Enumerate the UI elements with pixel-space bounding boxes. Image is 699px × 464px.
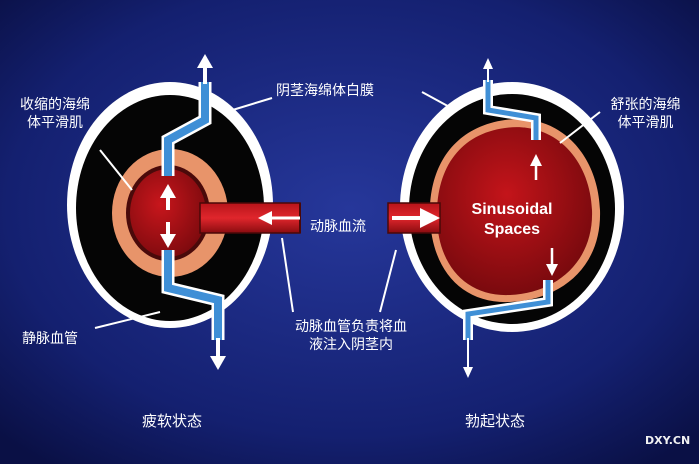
flaccid-cross-section <box>67 54 301 370</box>
sinusoidal-space-right <box>436 127 593 296</box>
label-artery-note: 动脉血管负责将血 液注入阴茎内 <box>276 318 426 354</box>
label-relaxed-line2: 体平滑肌 <box>617 115 674 131</box>
vein-lower-right <box>463 280 553 340</box>
vein-upper-left <box>161 82 212 176</box>
label-contracted-line2: 体平滑肌 <box>27 115 83 131</box>
erect-cross-section <box>387 58 624 378</box>
label-contracted-line1: 收缩的海绵 <box>20 97 90 113</box>
arrow-arterial-flow-left <box>258 211 300 225</box>
label-artery-note-line2: 液注入阴茎内 <box>309 337 393 353</box>
leader-contracted-muscle <box>99 149 133 191</box>
label-relaxed-line1: 舒张的海绵 <box>610 97 681 113</box>
leader-artery-right <box>379 249 397 313</box>
arrow-down-in-left <box>160 222 176 248</box>
label-vein: 静脉血管 <box>22 331 78 347</box>
arrow-up-in-right <box>530 154 542 180</box>
vein-lower-left <box>161 250 225 340</box>
arrow-arterial-flow-right <box>392 208 440 228</box>
arrow-down-out-left <box>210 338 226 370</box>
label-sinusoidal-line2: Spaces <box>483 221 541 238</box>
arrow-up-out-left <box>197 54 213 84</box>
sinusoidal-space-left <box>130 169 206 257</box>
arrow-up-out-right <box>483 58 493 82</box>
label-erect-state: 勃起状态 <box>465 412 526 430</box>
label-tunica-albuginea: 阴茎海绵体白膜 <box>276 83 374 99</box>
watermark-text: DXY.CN <box>645 434 691 447</box>
leader-artery-left <box>281 237 294 313</box>
leader-vein <box>94 311 161 329</box>
label-sinusoidal-spaces: Sinusoidal Spaces <box>456 200 568 240</box>
leader-tunica-left <box>225 97 273 113</box>
leader-relaxed-muscle <box>559 111 601 144</box>
arrow-up-in-left <box>160 184 176 210</box>
arrow-down-out-right <box>463 338 473 378</box>
label-relaxed-smooth-muscle: 舒张的海绵 体平滑肌 <box>598 96 693 132</box>
label-arterial-flow: 动脉血流 <box>310 219 366 235</box>
label-contracted-smooth-muscle: 收缩的海绵 体平滑肌 <box>10 96 100 132</box>
label-artery-note-line1: 动脉血管负责将血 <box>295 319 407 335</box>
label-sinusoidal-line1: Sinusoidal <box>471 201 553 218</box>
leader-tunica-right <box>421 91 456 111</box>
vein-upper-right <box>483 80 541 140</box>
label-flaccid-state: 疲软状态 <box>142 412 203 430</box>
leader-lines <box>94 91 601 329</box>
arrow-down-in-right <box>546 248 558 276</box>
